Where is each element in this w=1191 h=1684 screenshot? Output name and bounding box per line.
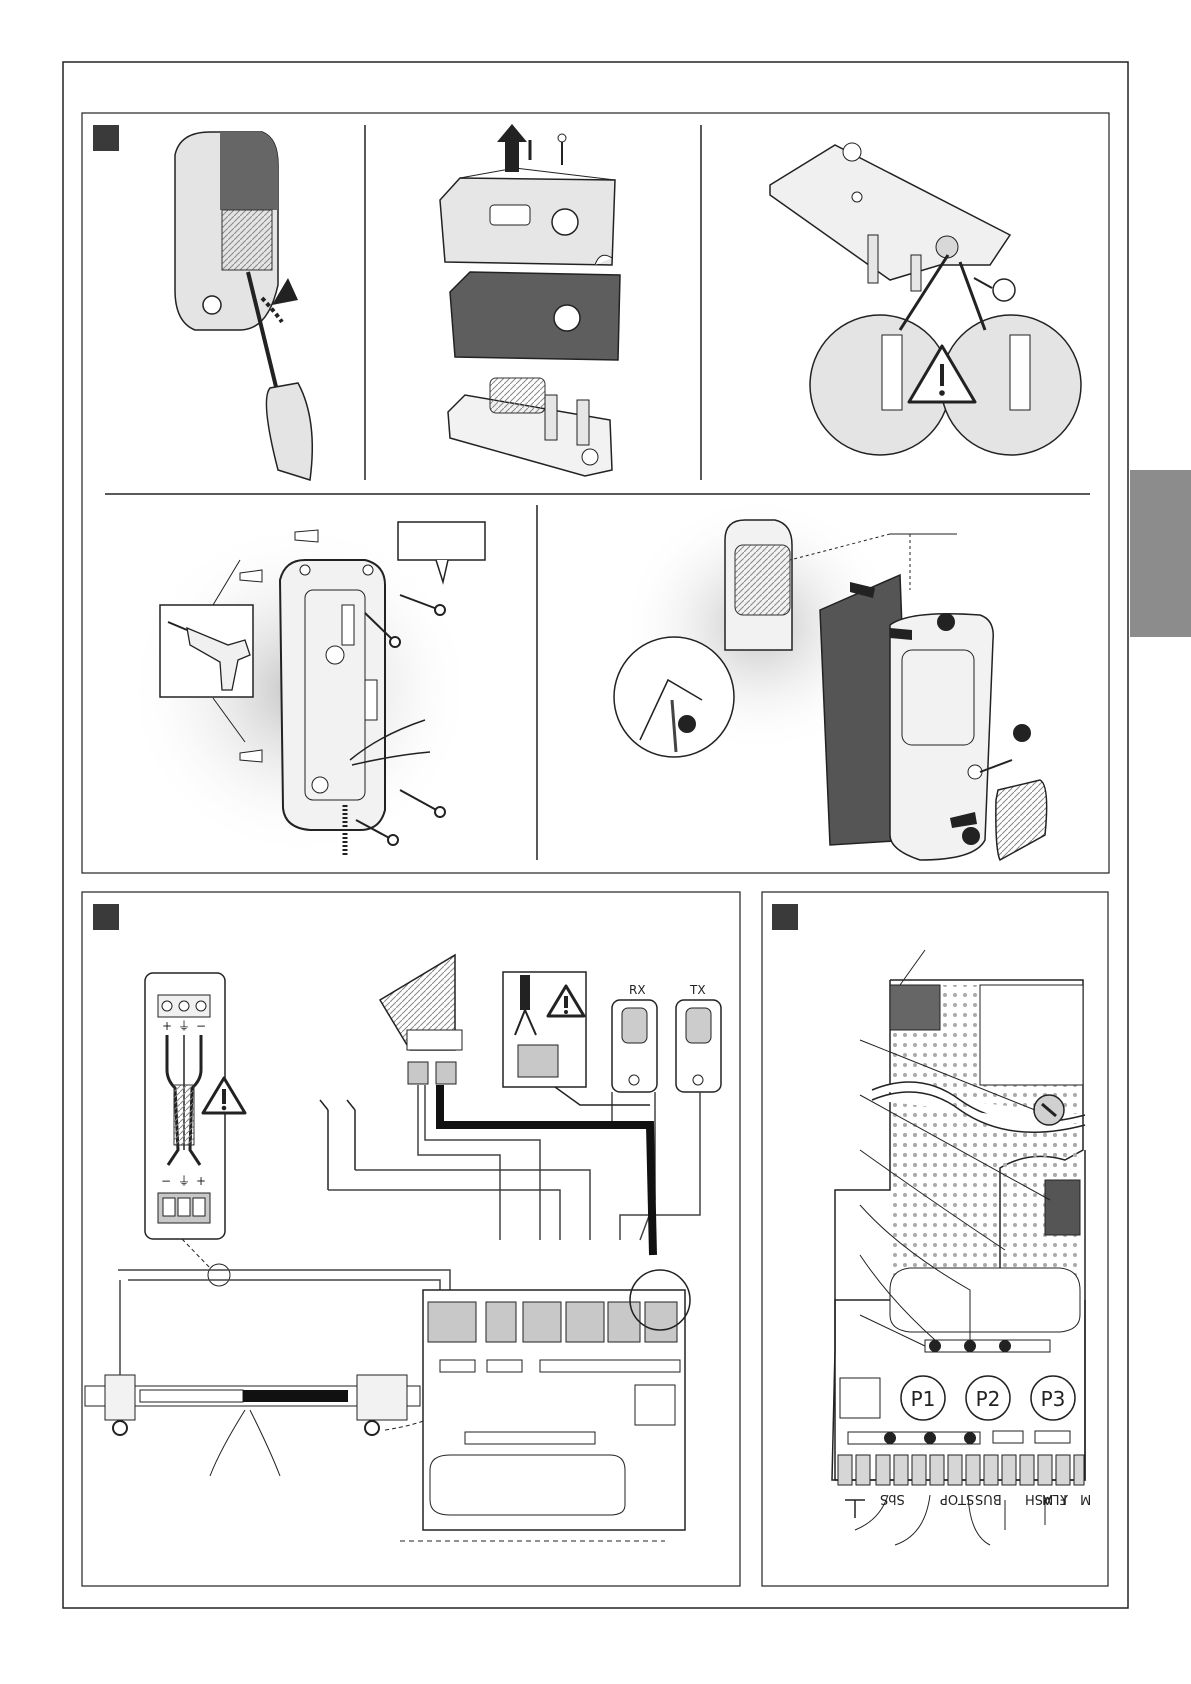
terminal-plus-label: + <box>196 1174 206 1188</box>
tx-label: TX <box>689 983 706 997</box>
flashing-light <box>380 955 462 1084</box>
shielded-cable-detail <box>503 972 586 1087</box>
gate-motors <box>85 1270 468 1476</box>
terminal-minus-label: − <box>196 1019 206 1033</box>
step-number-badge <box>962 827 980 845</box>
wiring <box>328 1085 700 1240</box>
figure-panel-2: + ⏚ − − ⏚ + <box>82 892 740 1586</box>
board-button-label: P1 <box>911 1387 936 1411</box>
board-button-p3: P3 <box>1031 1376 1075 1420</box>
antenna-icon <box>845 1500 865 1518</box>
terminal-plus-label: + <box>162 1019 172 1033</box>
terminal-minus-label: − <box>161 1174 171 1188</box>
photocell-tx: TX <box>676 983 721 1092</box>
board-button-p1: P1 <box>901 1376 945 1420</box>
terminal-earth-label: ⏚ <box>178 1019 190 1033</box>
step-wall-mounting <box>125 520 485 860</box>
step-number-badge <box>937 613 955 631</box>
step-number-badge <box>1013 724 1031 742</box>
step-cover-assembly <box>614 495 1047 860</box>
control-board <box>400 1270 690 1541</box>
board-button-label: P2 <box>976 1387 1001 1411</box>
terminal-label-motor-symbol: ⅄ <box>1060 1491 1069 1506</box>
push-buttons <box>320 1100 355 1190</box>
terminal-label-m: M <box>1080 1491 1091 1506</box>
photocell-rx: RX <box>612 983 657 1092</box>
board-button-label: P3 <box>1041 1387 1066 1411</box>
terminal-label-m: M <box>1042 1491 1053 1506</box>
figure-marker-3 <box>772 904 798 930</box>
figure-panel-3: P1 P2 P3 SbS <box>762 892 1108 1586</box>
callout-box <box>398 522 485 560</box>
step-open-cover <box>175 132 312 480</box>
rx-label: RX <box>629 983 646 997</box>
figure-marker-2 <box>93 904 119 930</box>
board-button-p2: P2 <box>966 1376 1010 1420</box>
figure-panel-1 <box>82 113 1109 873</box>
step-exploded-view <box>440 124 620 476</box>
terminal-label-sbs: SbS <box>880 1491 905 1506</box>
cable-terminal-detail: + ⏚ − − ⏚ + <box>145 973 245 1286</box>
figure-marker-1 <box>93 125 119 151</box>
step-base-detail <box>770 143 1081 455</box>
terminal-label-bus: BUS <box>975 1491 1002 1506</box>
step-number-badge <box>678 715 696 733</box>
terminal-earth-label: ⏚ <box>178 1174 190 1188</box>
